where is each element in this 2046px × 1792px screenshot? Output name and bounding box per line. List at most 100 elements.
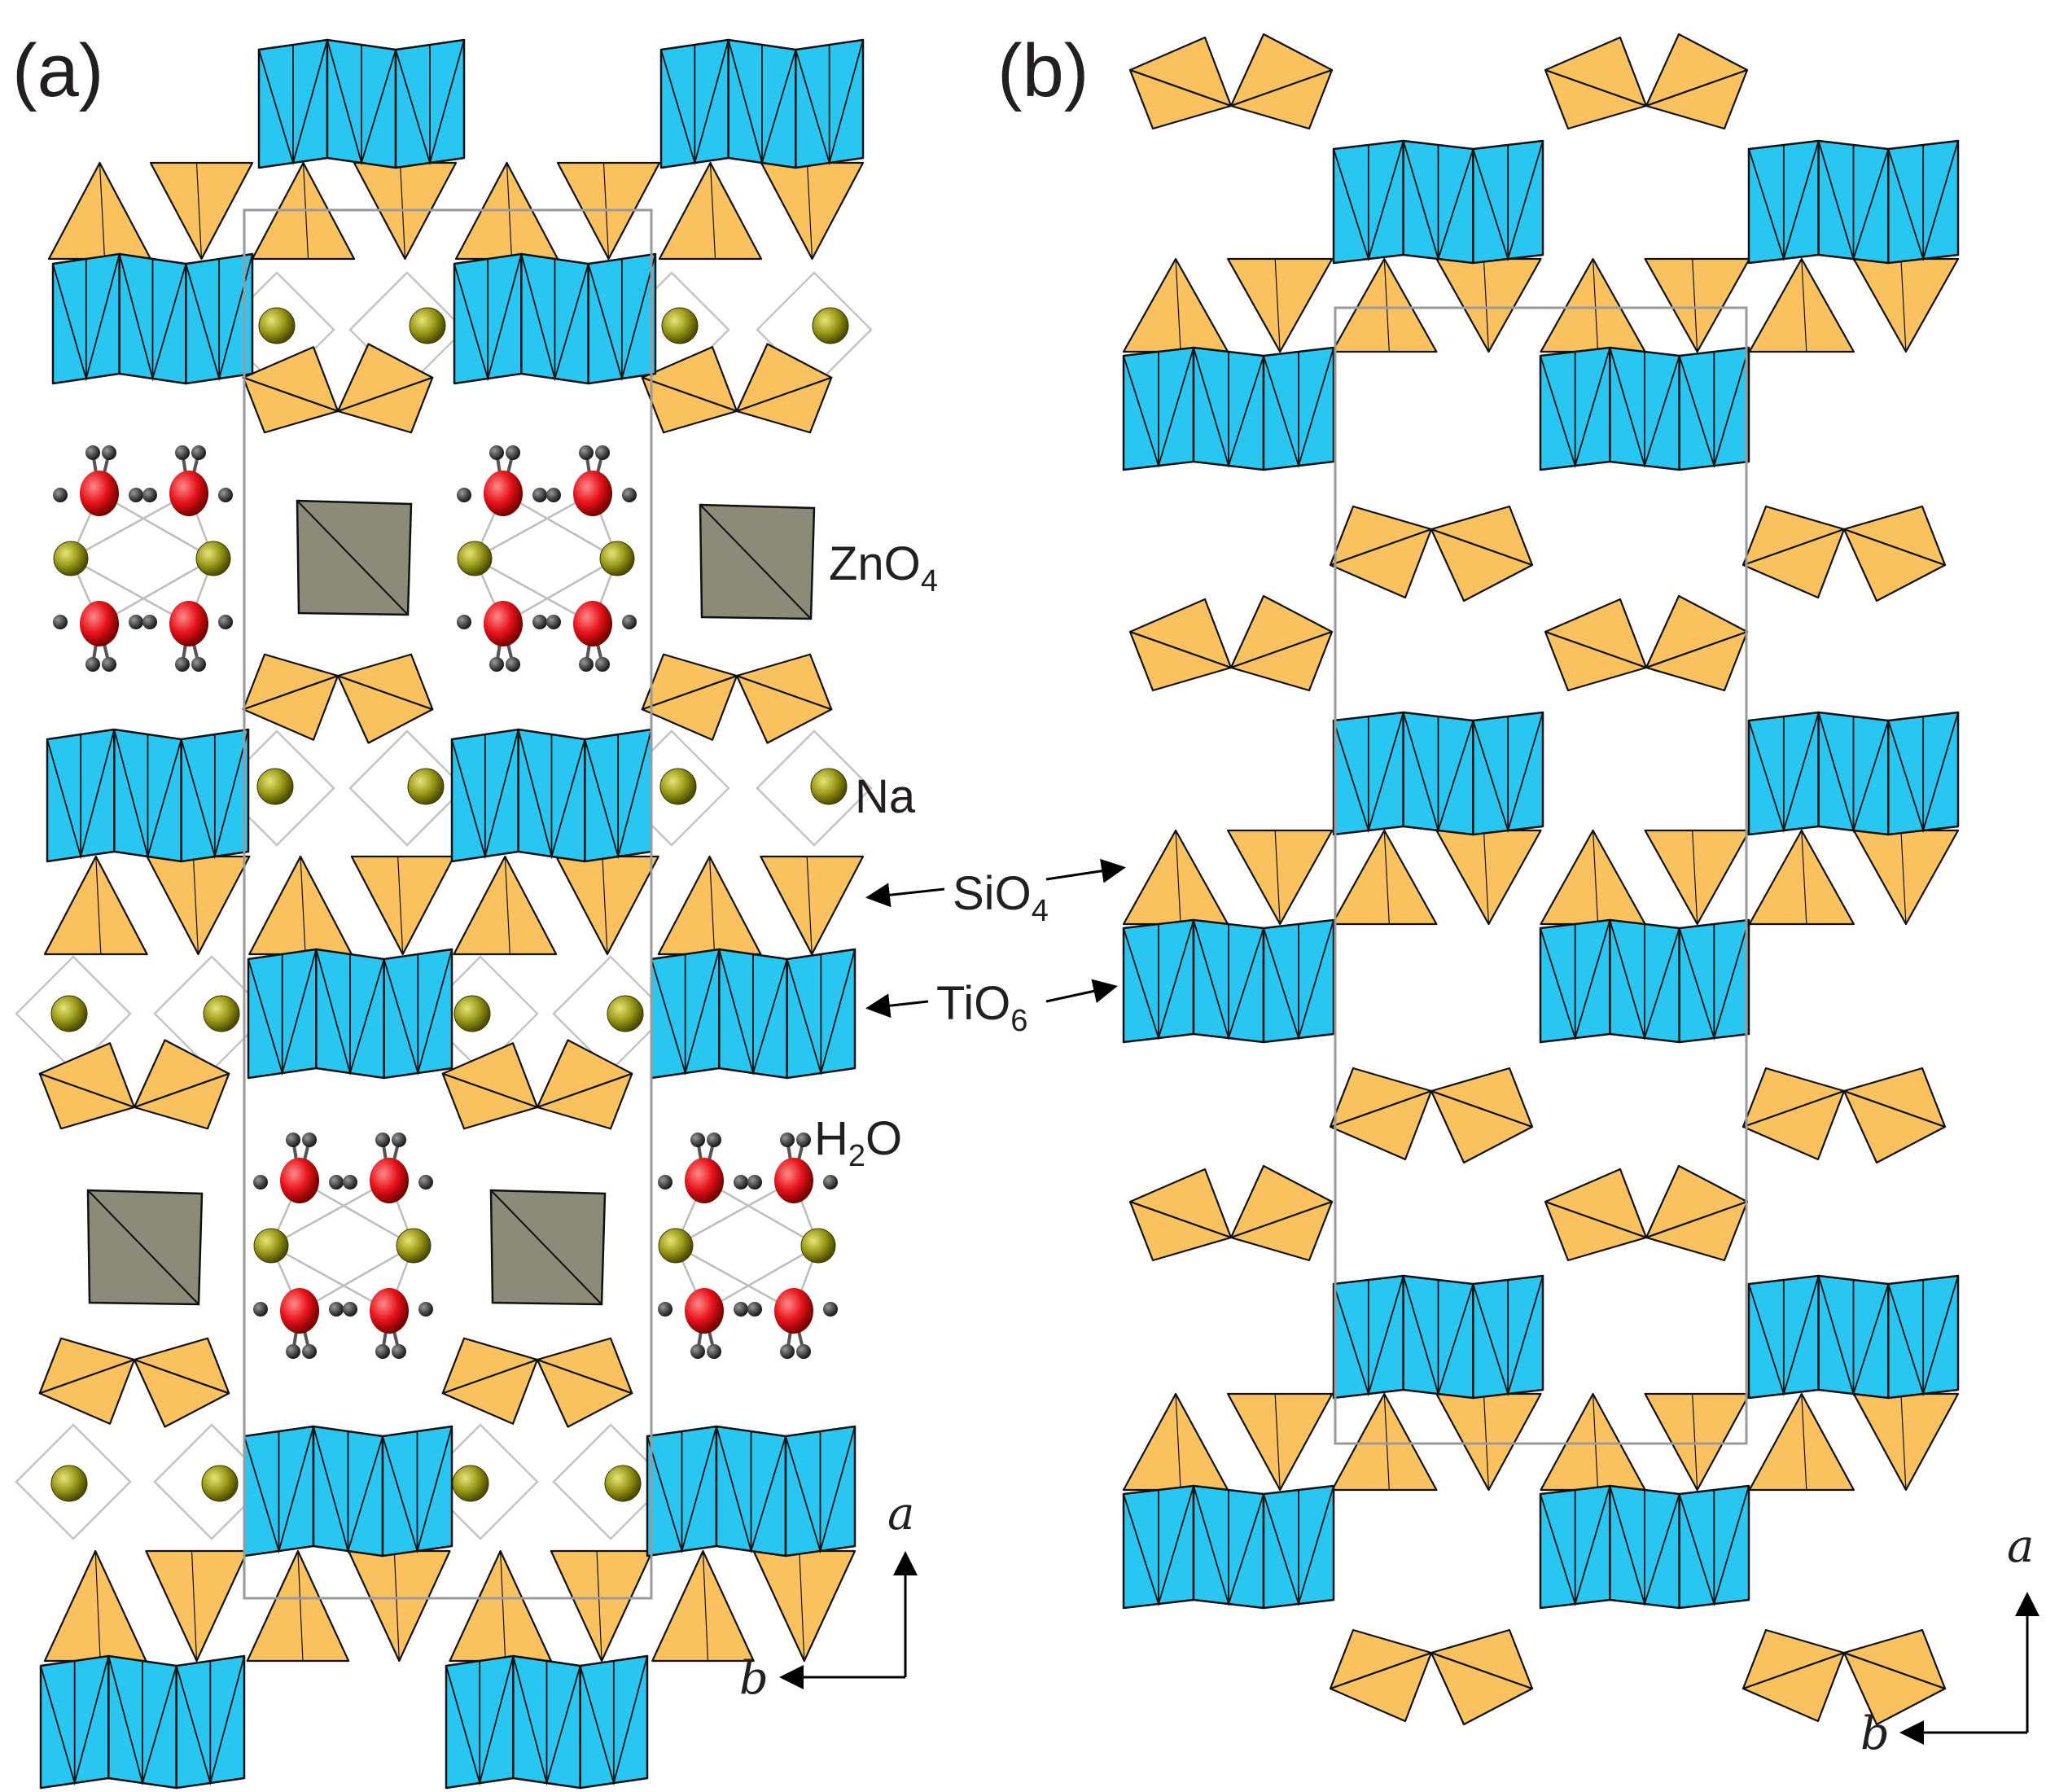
water-oxygen-atom <box>484 471 523 516</box>
water-hydrogen-atom <box>595 445 610 460</box>
water-hydrogen-atom <box>302 1133 317 1147</box>
water-hydrogen-atom <box>329 1175 344 1190</box>
na-atom <box>409 307 446 344</box>
water-hydrogen-atom <box>129 488 143 502</box>
water-hydrogen-atom <box>175 445 190 460</box>
tio6-edge <box>1887 1274 1960 1397</box>
na-atoms <box>50 307 849 1502</box>
water-hydrogen-atom <box>218 615 233 629</box>
zno4-label: ZnO4 <box>829 537 938 598</box>
sio4-tetrahedron <box>453 855 558 956</box>
sio4-edge <box>300 856 306 955</box>
sio4-tetrahedron <box>1742 1067 1846 1128</box>
sio4-edge <box>799 1550 805 1662</box>
water-hydrogen-atom <box>690 1344 705 1359</box>
sio4-tetrahedra <box>38 161 865 1663</box>
sio4-edge <box>806 856 813 955</box>
sio4-tetrahedron <box>1229 1200 1334 1262</box>
sio4-edge <box>504 856 510 955</box>
water-hydrogen-atom <box>142 615 157 629</box>
tio6-arrow-right <box>1045 979 1118 1003</box>
na-atom <box>53 541 89 576</box>
tio6-edge <box>579 1654 649 1786</box>
na-atom <box>812 307 849 344</box>
sio4-edge <box>1900 1393 1907 1491</box>
sio4-arrow-left <box>865 883 945 908</box>
sio4-tetrahedron <box>133 1072 230 1130</box>
sio4-tetrahedron <box>350 855 455 956</box>
unit-cell-outline <box>1334 306 1748 1445</box>
water-hydrogen-atom <box>85 657 100 672</box>
sio4-tetrahedron <box>1435 829 1542 926</box>
water-hydrogen-atom <box>102 445 116 460</box>
sio4-tetrahedron <box>1128 630 1233 692</box>
water-hydrogen-atom <box>375 1133 390 1147</box>
panel-label-a: (a) <box>12 29 103 112</box>
sio4-tetrahedron <box>657 855 762 956</box>
sio4-tetrahedron <box>1128 68 1233 130</box>
water-oxygen-atom <box>573 601 612 646</box>
sio4-edge <box>1383 258 1390 353</box>
water-hydrogen-atom <box>53 615 68 629</box>
sio4-tetrahedron <box>449 1549 552 1663</box>
sio4-tetrahedron <box>550 1549 654 1663</box>
sio4-tetrahedron <box>1331 257 1438 353</box>
water-oxygen-atom <box>169 601 208 646</box>
sio4-tetrahedron <box>1742 505 1846 567</box>
sio4-label: SiO4 <box>953 867 1049 928</box>
water-hydrogen-atom <box>734 1302 748 1317</box>
sio4-edge <box>95 856 102 955</box>
sio4-tetrahedron <box>149 161 254 261</box>
na-o-bond <box>348 730 466 847</box>
water-hydrogen-atom <box>286 1133 300 1147</box>
water-hydrogen-atom <box>489 445 504 460</box>
sio4-tetrahedron <box>38 1072 136 1130</box>
sio4-tetrahedron <box>1229 68 1334 130</box>
water-hydrogen-atom <box>102 657 116 672</box>
sio4-edge <box>1592 1393 1599 1491</box>
sio4-tetrahedron <box>658 161 763 261</box>
sio4-tetrahedron <box>1122 829 1229 926</box>
tio6-edge <box>1262 918 1335 1041</box>
sio4-tetrahedron <box>1540 257 1646 353</box>
sio4-tetrahedron <box>1842 1628 1947 1690</box>
sio4-edge <box>1900 830 1907 925</box>
water-hydrogen-atom <box>457 488 471 502</box>
na-o-bonds <box>15 271 873 1540</box>
na-atom <box>452 1465 489 1502</box>
water-hydrogen-atom <box>707 1344 721 1359</box>
na-atom <box>661 307 699 344</box>
panel-b <box>1122 33 1960 1726</box>
na-o-bond <box>70 492 190 560</box>
na-atom <box>201 1465 239 1502</box>
axes-indicator-a: a b <box>739 1487 918 1705</box>
sio4-tetrahedron <box>1229 630 1334 692</box>
water-hydrogen-atom <box>392 1133 406 1147</box>
water-hydrogen-atom <box>595 657 610 672</box>
sio4-tetrahedron <box>1540 1392 1646 1492</box>
sio4-tetrahedron <box>1748 257 1855 353</box>
water-hydrogen-atom <box>175 657 190 672</box>
na-o-bond <box>675 1179 795 1247</box>
sio4-tetrahedron <box>1331 829 1438 926</box>
water-oxygen-atom <box>774 1288 813 1334</box>
sio4-tetrahedron <box>1748 829 1855 926</box>
tio6-edge <box>394 38 466 166</box>
water-oxygen-atom <box>774 1158 813 1203</box>
sio4-tetrahedron <box>246 1549 350 1663</box>
na-o-bond <box>218 271 335 388</box>
sio4-tetrahedron <box>1852 1392 1960 1492</box>
na-o-bond <box>99 557 214 625</box>
sio4-tetrahedron <box>1645 630 1749 692</box>
tio6-edge <box>383 948 453 1076</box>
sio4-edge <box>1692 1393 1698 1491</box>
sio4-tetrahedron <box>1122 257 1229 353</box>
water-oxygen-atom <box>573 471 612 516</box>
sio4-tetrahedron <box>43 1549 147 1663</box>
water-oxygen-atom <box>80 471 119 516</box>
na-o-bond <box>99 492 214 560</box>
sio4-tetrahedron <box>1748 1392 1855 1492</box>
sio4-tetrahedron <box>336 376 434 434</box>
water-hydrogen-atom <box>658 1302 673 1317</box>
